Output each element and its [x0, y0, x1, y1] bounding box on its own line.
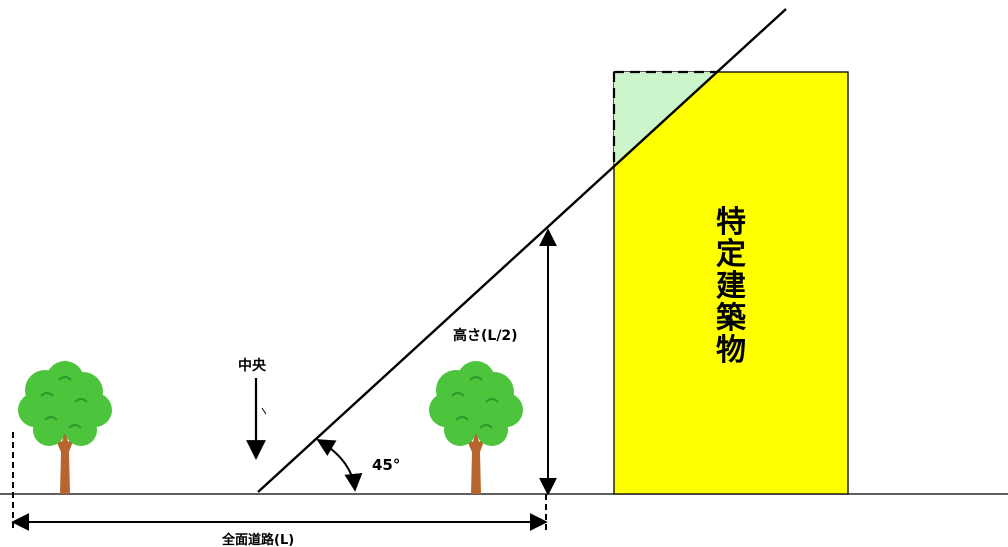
building-label-char: 建	[716, 269, 746, 304]
road-width-label: 全面道路(L)	[221, 532, 294, 547]
specific-building	[613, 71, 849, 495]
tree-icon	[429, 361, 523, 494]
building-label-char: 築	[716, 301, 747, 336]
building-label-char: 物	[716, 333, 746, 368]
building-label-char: 定	[716, 237, 746, 272]
angle-arc	[316, 439, 363, 492]
tree-icon	[18, 361, 112, 494]
height-label: 高さ(L/2)	[453, 327, 518, 344]
center-tick-mark	[261, 407, 267, 415]
angle-label: 45°	[372, 456, 400, 474]
oblique-line	[257, 8, 787, 493]
center-label: 中央	[238, 357, 267, 374]
building-label-char: 特	[716, 205, 746, 240]
